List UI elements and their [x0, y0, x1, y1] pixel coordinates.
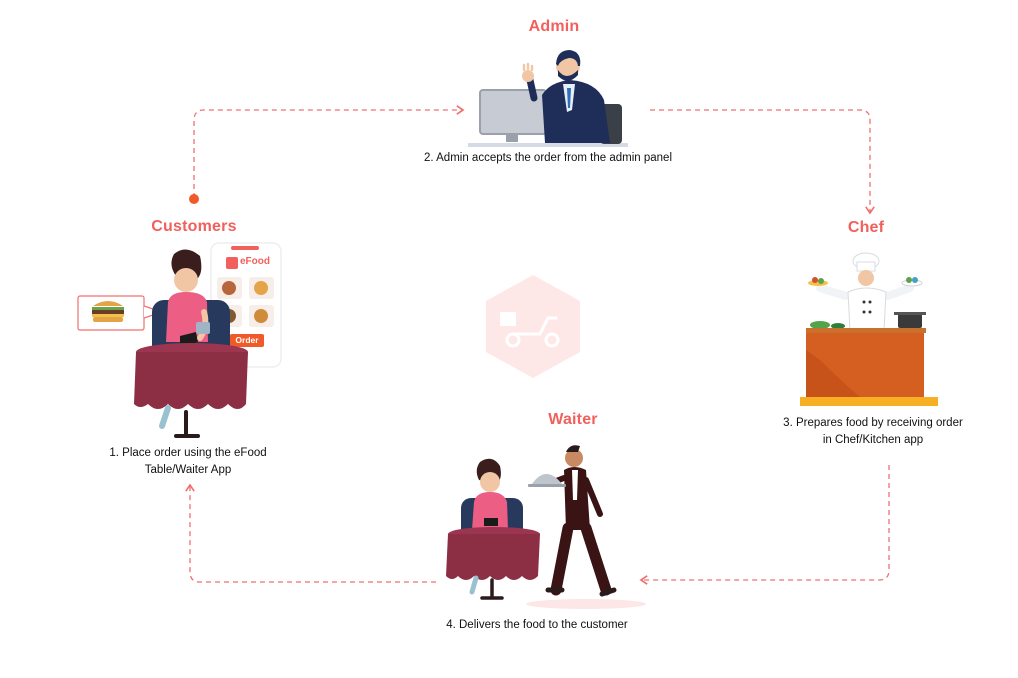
- role-chef: Chef: [847, 219, 885, 236]
- phone-order-button: Order: [235, 335, 259, 345]
- role-customers: Customers: [151, 218, 237, 235]
- step-3-line-1: 3. Prepares food by receiving order: [783, 417, 963, 429]
- role-admin: Admin: [528, 18, 580, 35]
- phone-brand-label: eFood: [240, 256, 270, 267]
- step-2-text: 2. Admin accepts the order from the admi…: [393, 150, 703, 167]
- burger-icon: [92, 301, 124, 322]
- step-2-line: 2. Admin accepts the order from the admi…: [423, 152, 673, 164]
- arrow-admin-to-chef: [650, 109, 875, 215]
- admin-illustration: [468, 50, 628, 147]
- step-1-text: 1. Place order using the eFood Table/Wai…: [88, 445, 288, 479]
- delivery-scooter-logo: [486, 275, 580, 378]
- step-1-line-1: 1. Place order using the eFood: [109, 447, 267, 459]
- step-4-line: 4. Delivers the food to the customer: [446, 619, 628, 631]
- chef-illustration: [800, 252, 938, 406]
- arrow-waiter-to-customers: [185, 483, 436, 583]
- step-1-line-2: Table/Waiter App: [144, 464, 232, 476]
- start-dot: [189, 194, 199, 204]
- step-3-text: 3. Prepares food by receiving order in C…: [763, 415, 983, 449]
- step-4-text: 4. Delivers the food to the customer: [412, 617, 662, 634]
- step-3-line-2: in Chef/Kitchen app: [822, 434, 924, 446]
- arrow-customers-to-admin: [193, 105, 465, 198]
- customer-illustration: [77, 242, 282, 438]
- role-waiter: Waiter: [548, 411, 598, 428]
- arrow-chef-to-waiter: [639, 465, 890, 585]
- waiter-illustration: [446, 445, 646, 609]
